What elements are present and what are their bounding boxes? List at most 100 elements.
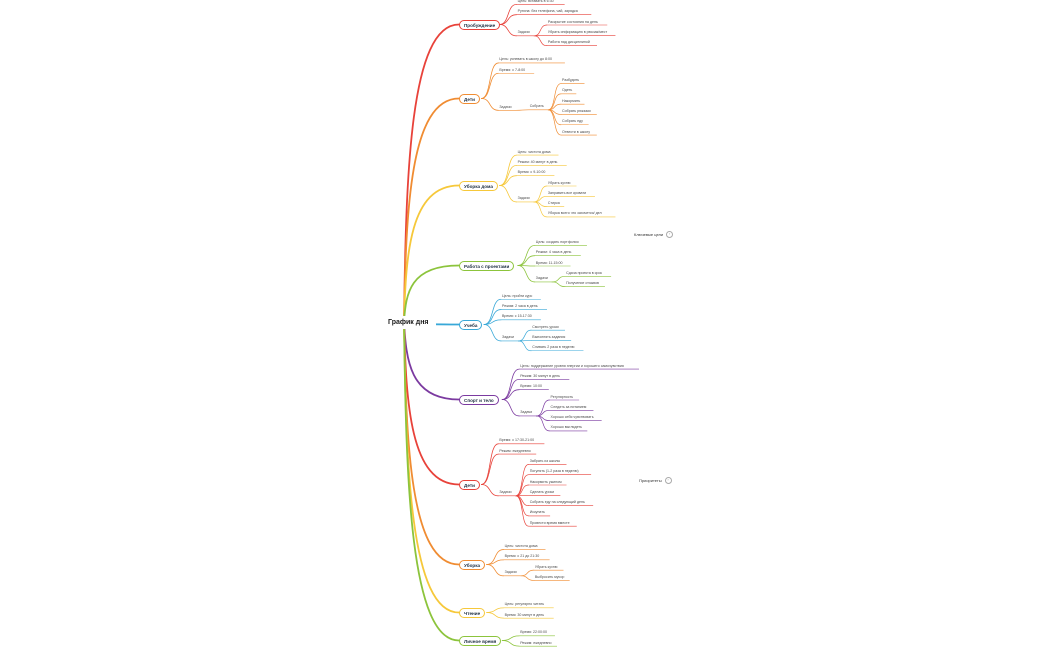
- leaf-topic[interactable]: Забрать из школы: [529, 458, 561, 463]
- leaf-topic[interactable]: Режим: ежедневно: [520, 640, 552, 645]
- branch-topic[interactable]: Работа с проектами: [459, 261, 515, 272]
- side-label-key-goals[interactable]: Ключевые цели ›: [634, 231, 674, 238]
- leaf-topic[interactable]: Одеть: [562, 88, 573, 93]
- leaf-topic[interactable]: Режим: ежедневно: [499, 448, 531, 453]
- leaf-topic[interactable]: Следить за питанием: [550, 404, 587, 409]
- leaf-topic[interactable]: Время: с 7-8:00: [499, 67, 526, 72]
- child-connector: [483, 319, 502, 325]
- leaf-topic[interactable]: Цель: вставать в 6:30: [517, 0, 554, 3]
- child-connector: [499, 185, 517, 203]
- leaf-topic[interactable]: Время: 11-15:00: [535, 260, 563, 265]
- child-connector: [483, 324, 502, 342]
- leaf-topic[interactable]: Цель: чистота дома: [504, 544, 538, 549]
- leaf-topic[interactable]: Убрать информацию в рюкзак/мест: [547, 29, 608, 34]
- leaf-topic[interactable]: Собрать: [529, 104, 544, 109]
- child-connector: [501, 399, 520, 417]
- leaf-topic[interactable]: Выбросить мусор: [534, 574, 565, 579]
- leaf-topic[interactable]: Смотреть уроки: [532, 324, 559, 329]
- leaf-topic[interactable]: Собрать еду на следующий день: [529, 500, 585, 505]
- leaf-topic[interactable]: Отвести в школу: [562, 129, 591, 134]
- leaf-topic[interactable]: Уборка всего что захочется/ дел: [547, 211, 602, 216]
- leaf-topic[interactable]: Собрать рюкзаки: [562, 108, 591, 113]
- sub-connector: [520, 575, 535, 581]
- leaf-topic[interactable]: Цель: чистота дома: [517, 149, 551, 154]
- leaf-topic[interactable]: Стирка: [547, 201, 560, 206]
- leaf-topic[interactable]: Раскрытие состояния на день: [547, 19, 598, 24]
- leaf-topic[interactable]: Время: с 9-10:00: [517, 170, 546, 175]
- leaf-topic[interactable]: Хорошо себя чувствовать: [550, 415, 594, 420]
- leaf-topic[interactable]: Задачи: [517, 30, 530, 35]
- central-topic[interactable]: График дня: [381, 316, 436, 329]
- sub-connector: [515, 495, 530, 527]
- leaf-topic[interactable]: Задачи: [504, 570, 517, 575]
- leaf-topic[interactable]: Выполнять задания: [532, 334, 566, 339]
- branch-connector: [403, 264, 460, 322]
- child-connector: [517, 265, 536, 283]
- leaf-topic[interactable]: Время: 22:00:00: [520, 630, 547, 635]
- leaf-topic[interactable]: Накормить ужином: [529, 479, 562, 484]
- leaf-topic[interactable]: Время: с 15-17:30: [502, 314, 532, 319]
- collapse-icon[interactable]: ›: [666, 231, 674, 238]
- leaf-topic[interactable]: Регулярность: [550, 394, 574, 399]
- branch-connector: [403, 97, 460, 322]
- leaf-topic[interactable]: Цель: создать портфолио: [535, 239, 579, 244]
- leaf-topic[interactable]: Накормить: [562, 98, 581, 103]
- leaf-topic[interactable]: Время: с 21 до 21:30: [504, 554, 540, 559]
- side-label-key-goals-text: Ключевые цели: [634, 232, 664, 237]
- leaf-topic[interactable]: Задачи: [499, 490, 512, 495]
- leaf-topic[interactable]: Режим: 4 часа в день: [535, 250, 572, 255]
- collapse-icon[interactable]: ›: [664, 477, 672, 484]
- leaf-topic[interactable]: Время: 10:00: [520, 384, 542, 389]
- sub-connector: [515, 109, 530, 111]
- leaf-topic[interactable]: Собрать еду: [562, 119, 583, 124]
- branch-topic[interactable]: Дети: [459, 94, 480, 105]
- leaf-topic[interactable]: Разбудить: [562, 78, 580, 83]
- leaf-topic[interactable]: Сливать 2 раза в неделю: [532, 345, 575, 350]
- child-connector: [481, 453, 499, 485]
- side-label-priorities[interactable]: Приоритеты ›: [639, 477, 672, 484]
- leaf-topic[interactable]: Цель: регулярно читать: [504, 602, 545, 607]
- leaf-topic[interactable]: Цель: пройти курс: [502, 293, 533, 298]
- leaf-topic[interactable]: Рутина: без телефона, чай, зарядка: [517, 9, 578, 14]
- branch-topic[interactable]: Пробуждение: [459, 20, 501, 31]
- child-connector: [483, 298, 502, 325]
- branch-topic[interactable]: Учеба: [459, 320, 483, 331]
- leaf-topic[interactable]: Убрать кухню: [534, 564, 558, 569]
- leaf-topic[interactable]: Задачи: [499, 104, 512, 109]
- leaf-topic[interactable]: Сдача проекта в срок: [566, 270, 603, 275]
- leaf-topic[interactable]: Режим: 30 минут в день: [520, 373, 561, 378]
- leaf-topic[interactable]: Время: с 17:30-21:00: [499, 438, 535, 443]
- child-connector: [499, 175, 517, 186]
- sub-connector: [551, 281, 566, 287]
- branch-topic[interactable]: Спорт и тело: [459, 395, 499, 406]
- leaf-topic[interactable]: Провести время вместе: [529, 520, 570, 525]
- leaf-topic[interactable]: Убрать кухню: [547, 180, 571, 185]
- leaf-topic[interactable]: Задачи: [517, 196, 530, 201]
- child-connector: [499, 24, 517, 37]
- branch-topic[interactable]: Чтение: [459, 608, 486, 619]
- child-connector: [499, 154, 517, 186]
- branch-topic[interactable]: Личное время: [459, 636, 502, 647]
- leaf-topic[interactable]: Погулять (1-2 раза в неделю): [529, 469, 579, 474]
- branch-topic[interactable]: Уборка: [459, 560, 486, 571]
- leaf-topic[interactable]: Задачи: [502, 335, 515, 340]
- sub-connector: [536, 415, 550, 432]
- child-connector: [501, 389, 520, 400]
- child-connector: [501, 368, 520, 400]
- leaf-topic[interactable]: Задачи: [520, 410, 533, 415]
- branch-topic[interactable]: Уборка дома: [459, 181, 498, 192]
- leaf-topic[interactable]: Получение отзывов: [566, 281, 599, 286]
- leaf-topic[interactable]: Задачи: [535, 276, 548, 281]
- leaf-topic[interactable]: Время: 30 минут в день: [504, 612, 545, 617]
- leaf-topic[interactable]: Сделать уроки: [529, 489, 555, 494]
- leaf-topic[interactable]: Работа над дисциплиной: [547, 40, 590, 45]
- leaf-topic[interactable]: Искупать: [529, 510, 545, 515]
- branch-topic[interactable]: Дети: [459, 480, 480, 491]
- leaf-topic[interactable]: Цель: успевать в школу до 8:00: [499, 57, 553, 62]
- leaf-topic[interactable]: Заправить все кровати: [547, 190, 587, 195]
- leaf-topic[interactable]: Режим: 2 часа в день: [502, 304, 538, 309]
- leaf-topic[interactable]: Режим: 40 минут в день: [517, 159, 558, 164]
- leaf-topic[interactable]: Хорошо выглядеть: [550, 425, 583, 430]
- leaf-topic[interactable]: Цель: поддержание уровня энергии и хорош…: [520, 363, 624, 368]
